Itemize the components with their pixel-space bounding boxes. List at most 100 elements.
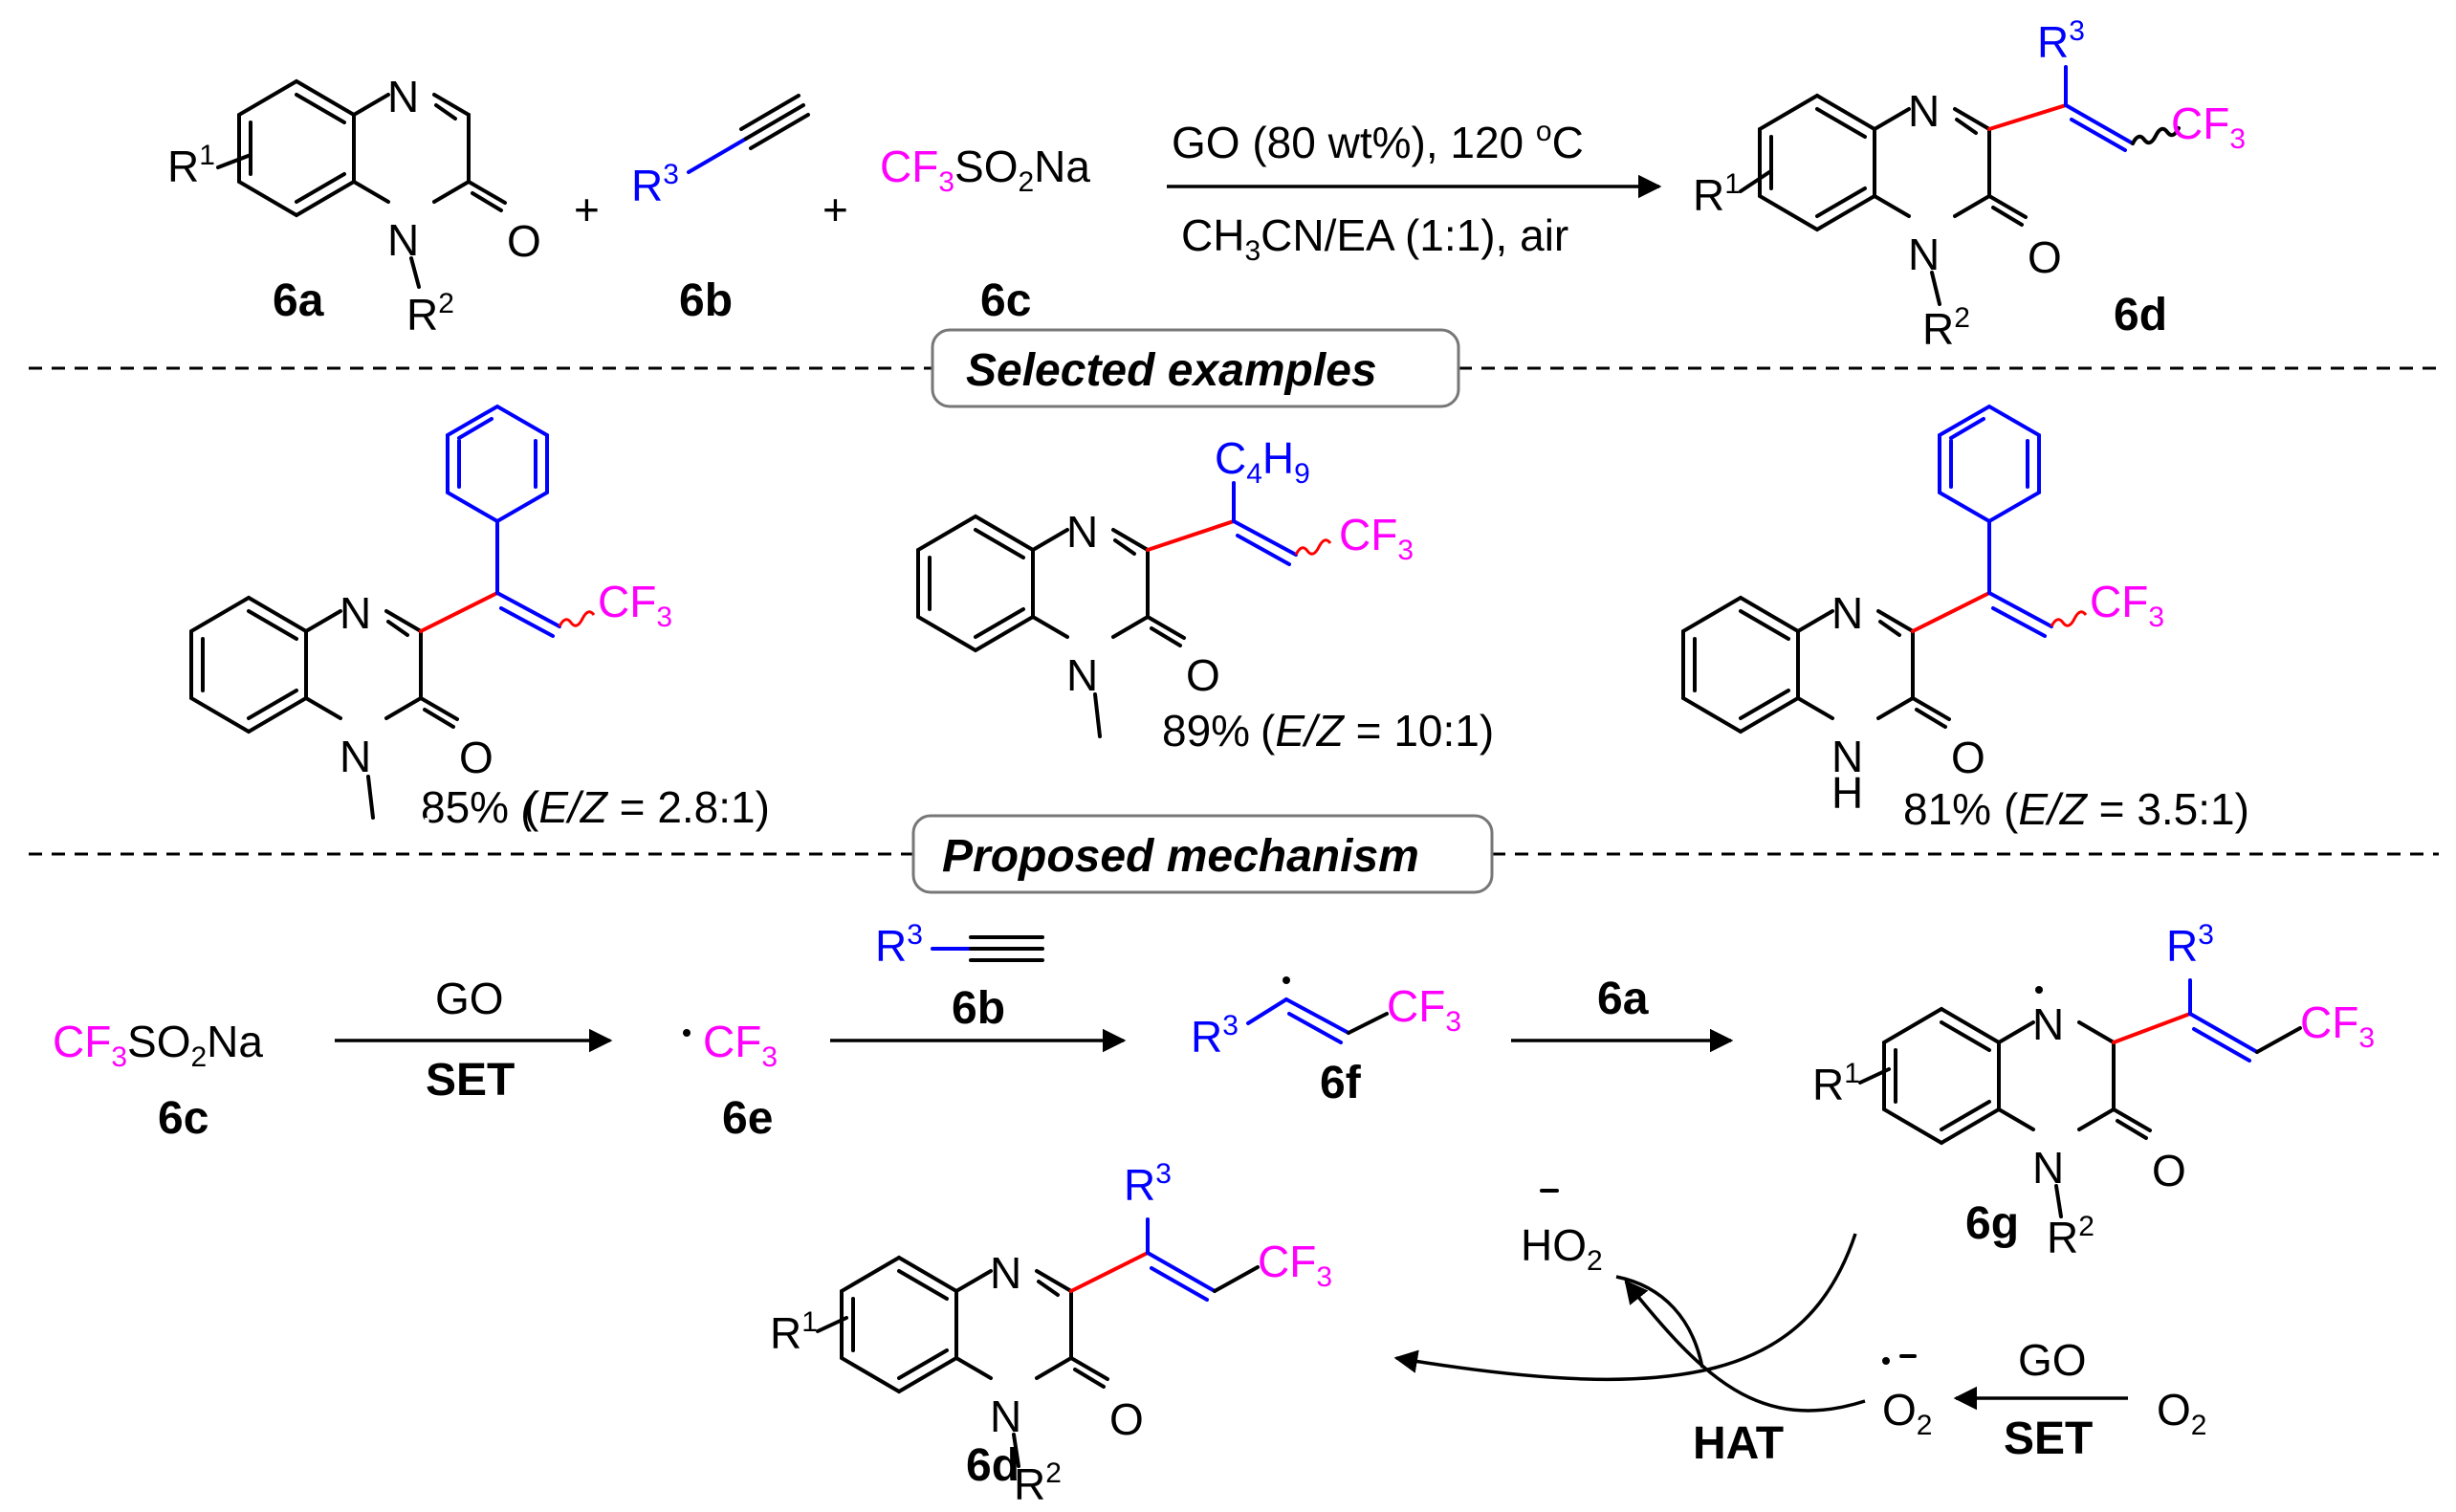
n-label: N bbox=[387, 72, 419, 121]
example-3-ratio: (E/Z = 3.5:1) bbox=[2004, 784, 2249, 834]
arrow-6a: 6a bbox=[1511, 974, 1734, 1053]
arrow-set-2: GO SET bbox=[1953, 1335, 2128, 1464]
r3-label: R3 bbox=[1191, 1010, 1239, 1062]
compound-6e-label: 6e bbox=[722, 1093, 773, 1144]
example-2-ratio: (E/Z = 10:1) bbox=[1261, 706, 1494, 756]
o-label: O bbox=[507, 216, 541, 266]
r2-label: R2 bbox=[2047, 1211, 2094, 1262]
hat-arrows: HAT bbox=[1393, 1233, 1866, 1469]
r2-label: R2 bbox=[406, 288, 454, 340]
o-label: O bbox=[1186, 650, 1220, 700]
plus-sign: + bbox=[574, 185, 600, 234]
arrow-set-1: GO SET bbox=[335, 974, 613, 1106]
reactant-6a: N N O R1 R2 6a bbox=[167, 72, 541, 340]
example-1-ratio: (E/Z = 2.8:1) bbox=[524, 782, 770, 832]
compound-6c-label: 6c bbox=[980, 275, 1031, 326]
section-box-proposed-mechanism bbox=[911, 814, 1494, 894]
cf3-label: CF3 bbox=[1258, 1237, 1332, 1293]
r1-label: R1 bbox=[167, 140, 215, 191]
mechanism-6e: CF3 6e bbox=[683, 1017, 778, 1144]
compound-6a-label: 6a bbox=[273, 275, 324, 326]
n-label: N bbox=[1066, 507, 1098, 557]
cf3-label: CF3 bbox=[1339, 510, 1414, 566]
reactant-6c: CF3SO2Na 6c bbox=[880, 142, 1090, 326]
r1-label: R1 bbox=[1812, 1058, 1860, 1109]
mechanism-6d: N N O R2 R1 R3 CF3 6d bbox=[770, 1158, 1332, 1509]
example-1-yield: 85% ( bbox=[421, 782, 540, 832]
example-2: N N O C4H9 CF3 89% (E/Z = 10:1) bbox=[916, 433, 1494, 756]
cf3-label: CF3 bbox=[598, 577, 672, 633]
cf3so2na-label: CF3SO2Na bbox=[880, 142, 1090, 198]
o-label: O bbox=[2152, 1146, 2186, 1195]
r3-label: R3 bbox=[631, 159, 679, 210]
n-label: N bbox=[1831, 732, 1863, 781]
o2-label: O2 bbox=[2157, 1385, 2206, 1441]
cf3-label: CF3 bbox=[2171, 99, 2246, 155]
compound-6d-label: 6d bbox=[966, 1440, 1020, 1491]
compound-6a-label: 6a bbox=[1597, 974, 1649, 1024]
condition-line-2: CH3CN/EA (1:1), air bbox=[1181, 210, 1568, 267]
cf3-label: CF3 bbox=[703, 1017, 778, 1073]
plus-sign: + bbox=[822, 185, 848, 234]
compound-6c-label: 6c bbox=[158, 1093, 208, 1144]
compound-6f-label: 6f bbox=[1320, 1058, 1362, 1108]
n-label: N bbox=[2032, 1143, 2064, 1193]
hat-label: HAT bbox=[1693, 1418, 1784, 1469]
n-label: N bbox=[1908, 86, 1940, 136]
cf3so2na-label: CF3SO2Na bbox=[53, 1017, 263, 1073]
c4h9-label: C4H9 bbox=[1215, 433, 1310, 490]
cf3-label: CF3 bbox=[2300, 997, 2375, 1054]
o-label: O bbox=[1109, 1394, 1144, 1444]
section-title-proposed-mechanism: Proposed mechanism bbox=[942, 831, 1419, 882]
o-label: O bbox=[1951, 733, 1985, 782]
reactant-6b: R3 6b bbox=[631, 94, 810, 326]
set-label: SET bbox=[426, 1055, 515, 1106]
example-1: N N O CF3 85% ( bbox=[189, 405, 672, 832]
compound-6b-label: 6b bbox=[679, 275, 733, 326]
r3-label: R3 bbox=[1124, 1158, 1172, 1210]
go-label: GO bbox=[2018, 1335, 2087, 1385]
cf3-label: CF3 bbox=[1387, 981, 1461, 1038]
n-label: N bbox=[990, 1248, 1021, 1298]
go-label: GO bbox=[435, 974, 504, 1023]
r1-label: R1 bbox=[770, 1306, 818, 1358]
example-3: N N O H CF3 81% (E/Z = 3.5:1) bbox=[1681, 405, 2249, 834]
n-label: N bbox=[340, 732, 371, 781]
r3-label: R3 bbox=[875, 919, 923, 971]
condition-line-1: GO (80 wt%), 120 oC bbox=[1172, 116, 1584, 167]
product-6d-top: N N O R2 R1 R3 CF3 6d bbox=[1693, 15, 2246, 354]
ho2-label: HO2 bbox=[1521, 1220, 1603, 1277]
mechanism-6c: CF3SO2Na 6c bbox=[53, 1017, 263, 1144]
r3-label: R3 bbox=[2166, 919, 2214, 971]
section-box-selected-examples bbox=[931, 328, 1460, 408]
mechanism-ho2: HO2 bbox=[1521, 1189, 1603, 1277]
compound-6d-label: 6d bbox=[2114, 290, 2167, 340]
compound-6g-label: 6g bbox=[1965, 1198, 2019, 1249]
example-2-yield: 89% bbox=[1162, 706, 1250, 756]
arrow-6b: R3 6b bbox=[830, 919, 1127, 1053]
mechanism-superoxide: O2 bbox=[1882, 1354, 1932, 1441]
n-label: N bbox=[1066, 650, 1098, 700]
n-label: N bbox=[1831, 588, 1863, 638]
n-label: N bbox=[387, 215, 419, 265]
n-label: N bbox=[340, 588, 371, 638]
reaction-arrow-top: GO (80 wt%), 120 oC CH3CN/EA (1:1), air bbox=[1167, 116, 1662, 267]
section-title-selected-examples: Selected examples bbox=[966, 345, 1377, 396]
mechanism-6f: R3 CF3 6f bbox=[1191, 976, 1461, 1108]
example-1-caption: . bbox=[421, 782, 433, 832]
o-label: O bbox=[459, 733, 493, 782]
o2-radical-label: O2 bbox=[1882, 1385, 1932, 1441]
example-3-yield: 81% bbox=[1903, 784, 1991, 834]
r2-label: R2 bbox=[1922, 302, 1970, 354]
r3-label: R3 bbox=[2037, 15, 2085, 67]
n-label: N bbox=[2032, 999, 2064, 1049]
n-label: N bbox=[1908, 230, 1940, 279]
r2-label: R2 bbox=[1014, 1457, 1062, 1509]
set-label: SET bbox=[2004, 1413, 2093, 1464]
mechanism-6g: N N O R2 R1 R3 CF3 6g bbox=[1812, 919, 2375, 1262]
o-label: O bbox=[2028, 232, 2062, 282]
h-label: H bbox=[1831, 768, 1863, 818]
compound-6b-label: 6b bbox=[952, 983, 1005, 1034]
r1-label: R1 bbox=[1693, 168, 1741, 220]
